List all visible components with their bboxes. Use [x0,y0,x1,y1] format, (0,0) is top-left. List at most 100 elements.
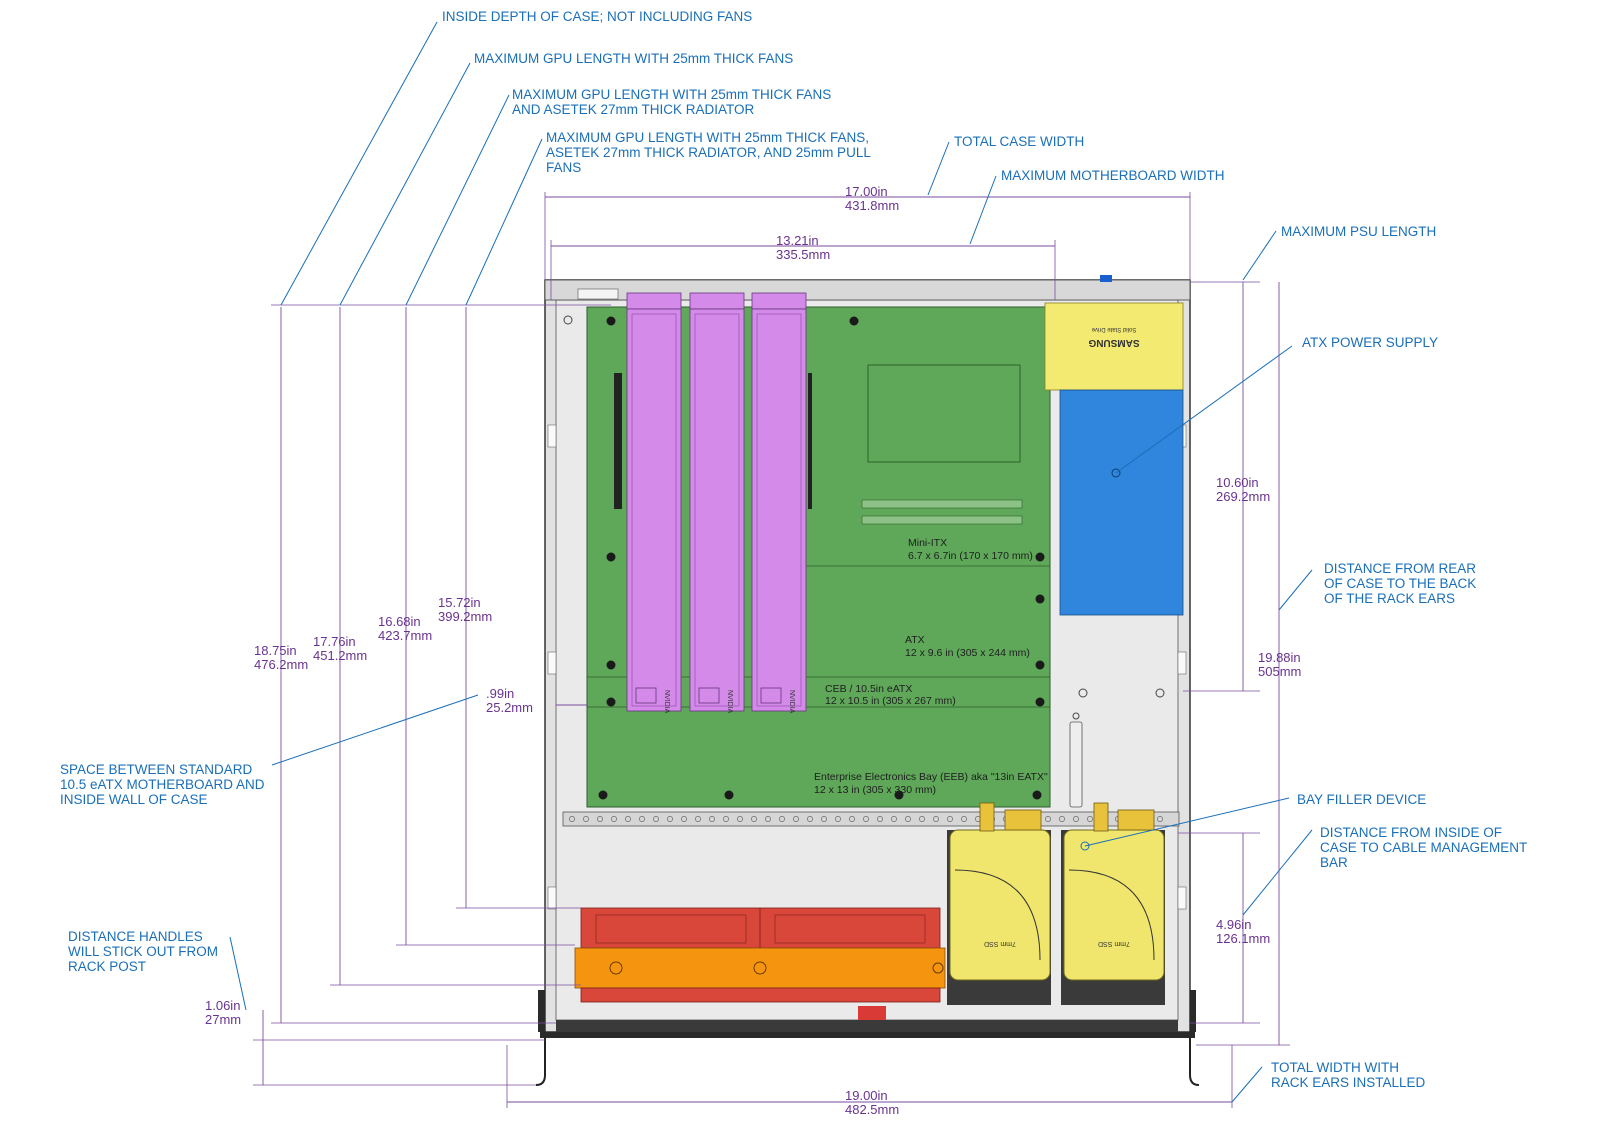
cable-bar-hole [709,816,715,822]
cable-bar-hole [681,816,687,822]
dim-106-in: 1.06in [205,998,240,1013]
cable-bar-hole [933,816,939,822]
ceb-size: 12 x 10.5 in (305 x 267 mm) [825,695,956,707]
dim-1321-in: 13.21in [776,233,819,248]
dim-1700-in: 17.00in [845,184,888,199]
callout-cable-line3: BAR [1320,855,1348,870]
callout-max-psu: MAXIMUM PSU LENGTH [1281,224,1436,239]
cable-bar-hole [653,816,659,822]
cable-bar-hole [961,816,967,822]
miniitx-size: 6.7 x 6.7in (170 x 170 mm) [908,550,1033,562]
gpu-cards: NVIDIA NVIDIA NVIDIA [626,292,807,714]
dim-496-in: 4.96in [1216,917,1251,932]
dim-1900-mm: 482.5mm [845,1102,899,1117]
cable-bar-hole [821,816,827,822]
callout-rear-line3: OF THE RACK EARS [1324,591,1455,606]
bay-device-1: 7mm SSD [947,802,1051,1005]
callout-ears-line2: RACK EARS INSTALLED [1271,1075,1426,1090]
callout-space-line3: INSIDE WALL OF CASE [60,792,208,807]
callout-handles-line2: WILL STICK OUT FROM [68,944,218,959]
cable-bar-hole [919,816,925,822]
cable-bar-hole [751,816,757,822]
cable-bar-hole [1045,816,1051,822]
dim-1668-in: 16.68in [378,614,421,629]
cable-bar-hole [863,816,869,822]
cable-bar-hole [807,816,813,822]
callout-cable-line1: DISTANCE FROM INSIDE OF [1320,825,1502,840]
callout-rear-line2: OF CASE TO THE BACK [1324,576,1476,591]
callout-rear-line1: DISTANCE FROM REAR [1324,561,1476,576]
cable-bar-hole [891,816,897,822]
callout-handles-line3: RACK POST [68,959,146,974]
dim-1988-in: 19.88in [1258,650,1301,665]
dim-1988-mm: 505mm [1258,664,1301,679]
callouts: INSIDE DEPTH OF CASE; NOT INCLUDING FANS… [60,9,1527,1090]
bay-device-2: 7mm SSD [1061,802,1165,1005]
radiator [574,947,946,989]
callout-total-width: TOTAL CASE WIDTH [954,134,1084,149]
eeb-label: Enterprise Electronics Bay (EEB) aka "13… [814,771,1048,783]
callout-gpu-25: MAXIMUM GPU LENGTH WITH 25mm THICK FANS [474,51,793,66]
cable-bar-hole [793,816,799,822]
cable-bar-hole [1059,816,1065,822]
cable-bar-hole [877,816,883,822]
gpu-1-brand: NVIDIA [663,690,670,714]
cable-bar-hole [583,816,589,822]
gpu-card-1: NVIDIA [626,292,682,714]
gpu-2-brand: NVIDIA [726,690,733,714]
dim-496-mm: 126.1mm [1216,931,1270,946]
gpu-3-brand: NVIDIA [788,690,795,714]
cable-bar-hole [1073,816,1079,822]
dim-1572-in: 15.72in [438,595,481,610]
motherboard-standoffs [598,316,1045,800]
callout-gpu-27-line2: AND ASETEK 27mm THICK RADIATOR [512,102,755,117]
cable-bar-hole [779,816,785,822]
dimension-values: 17.00in 431.8mm 13.21in 335.5mm 18.75in … [205,184,1301,1117]
dim-1572-mm: 399.2mm [438,609,492,624]
callout-space-line2: 10.5 eATX MOTHERBOARD AND [60,777,265,792]
dim-1900-in: 19.00in [845,1088,888,1103]
cable-bar-hole [723,816,729,822]
bay-device-2-label: 7mm SSD [1098,940,1130,947]
fan-row [580,907,941,949]
cable-bar-hole [611,816,617,822]
psu-brand: SAMSUNG [1088,337,1139,348]
fan-row-pull [580,987,941,1003]
cable-bar-hole [1087,816,1093,822]
callout-handles-line1: DISTANCE HANDLES [68,929,203,944]
dim-1668-mm: 423.7mm [378,628,432,643]
dim-106-mm: 27mm [205,1012,241,1027]
dim-099-mm: 25.2mm [486,700,533,715]
cooling [574,907,946,1003]
cable-bar-hole [625,816,631,822]
dim-1060-mm: 269.2mm [1216,489,1270,504]
gpu-card-2: NVIDIA [689,292,745,714]
gpu-card-3: NVIDIA [751,292,807,714]
psu: SAMSUNG Solid State Drive [1044,302,1184,616]
psu-model: Solid State Drive [1091,326,1136,332]
atx-size: 12 x 9.6 in (305 x 244 mm) [905,647,1030,659]
callout-ears-line1: TOTAL WIDTH WITH [1271,1060,1399,1075]
callout-atx-psu: ATX POWER SUPPLY [1302,335,1438,350]
miniitx-label: Mini-ITX [908,537,947,549]
cable-bar-hole [849,816,855,822]
callout-space-line1: SPACE BETWEEN STANDARD [60,762,253,777]
callout-gpu-pull-line1: MAXIMUM GPU LENGTH WITH 25mm THICK FANS, [546,130,869,145]
bay-filler-devices: 7mm SSD 7mm SSD [947,802,1165,1005]
leader-lines [229,21,1313,1103]
dim-099-in: .99in [486,686,514,701]
callout-max-mb-width: MAXIMUM MOTHERBOARD WIDTH [1001,168,1225,183]
cable-bar-hole [695,816,701,822]
cable-bar-hole [737,816,743,822]
callout-inside-depth: INSIDE DEPTH OF CASE; NOT INCLUDING FANS [442,9,752,24]
dim-1875-mm: 476.2mm [254,657,308,672]
callout-bay-filler: BAY FILLER DEVICE [1297,792,1426,807]
dim-1776-mm: 451.2mm [313,648,367,663]
cable-bar-hole [765,816,771,822]
dim-1060-in: 10.60in [1216,475,1259,490]
atx-label: ATX [905,634,925,646]
callout-gpu-27-line1: MAXIMUM GPU LENGTH WITH 25mm THICK FANS [512,87,831,102]
eeb-size: 12 x 13 in (305 x 330 mm) [814,784,936,796]
bay-device-1-label: 7mm SSD [984,940,1016,947]
